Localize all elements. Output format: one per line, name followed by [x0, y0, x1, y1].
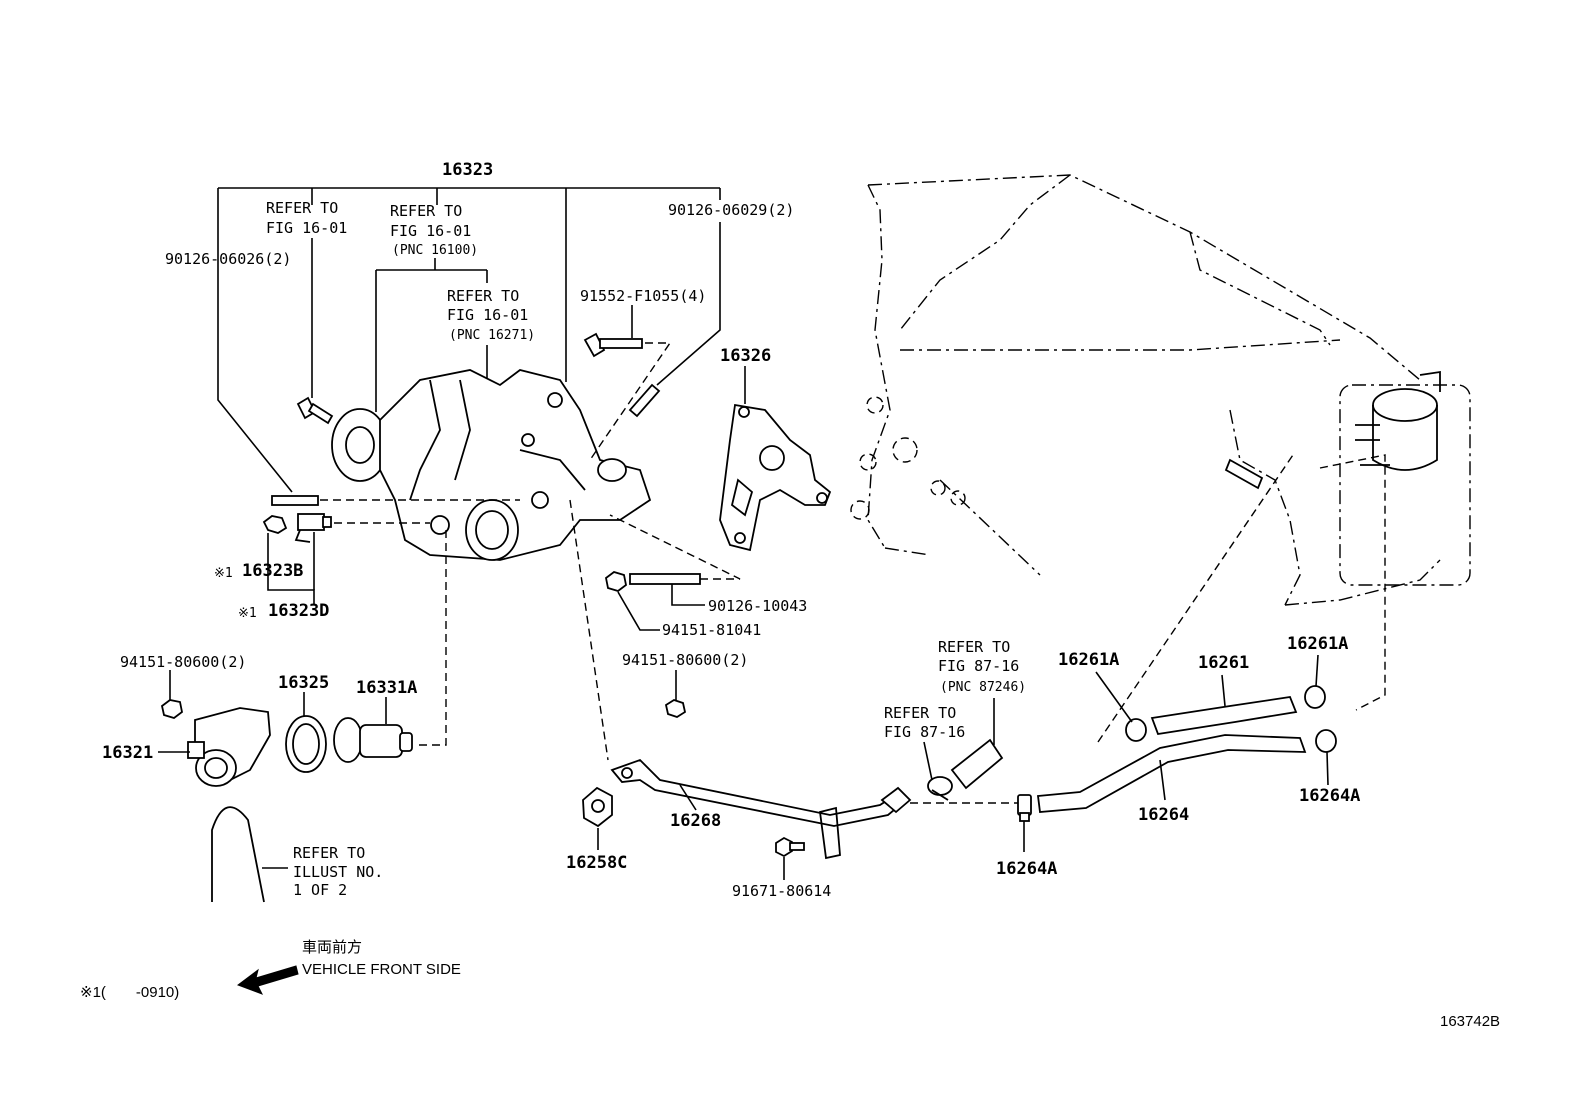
- nut-94151-81041: [605, 571, 627, 592]
- label-refer3-l2: FIG 16-01: [447, 306, 528, 324]
- label-16261A-left: 16261A: [1058, 650, 1119, 670]
- engine-block-outline: [850, 174, 1471, 606]
- label-16325: 16325: [278, 673, 329, 693]
- vehicle-front-arrow: [236, 965, 299, 995]
- label-front-en: VEHICLE FRONT SIDE: [302, 961, 461, 978]
- gasket-16326: [719, 403, 832, 552]
- label-16261: 16261: [1198, 653, 1249, 673]
- label-refer2-l3: (PNC 16100): [392, 243, 478, 258]
- label-refer5-l2: FIG 87-16: [884, 723, 965, 741]
- bolt-upper-left: [296, 396, 334, 425]
- label-16268: 16268: [670, 811, 721, 831]
- fitting-16323D: [294, 513, 332, 543]
- label-16323: 16323: [442, 160, 493, 180]
- bolt-91671: [775, 836, 805, 858]
- label-refer2-l2: FIG 16-01: [390, 222, 471, 240]
- label-figure-id: 163742B: [1440, 1013, 1500, 1030]
- inlet-16321: [187, 707, 271, 787]
- clamp-16261A-left: [1125, 718, 1147, 742]
- label-91552: 91552-F1055(4): [580, 287, 706, 305]
- label-refer6-l2: ILLUST NO.: [293, 863, 383, 881]
- stud-90126-06026: [271, 495, 319, 506]
- label-91671: 91671-80614: [732, 882, 831, 900]
- label-footnote: ※1( -0910): [80, 984, 179, 1001]
- label-16326: 16326: [720, 346, 771, 366]
- label-refer4-l1: REFER TO: [938, 638, 1010, 656]
- leader-lines: [158, 187, 1329, 880]
- label-16258C: 16258C: [566, 853, 627, 873]
- nut-94151-80600-left: [160, 699, 183, 719]
- pipe-16268: [610, 758, 912, 860]
- label-90126-06026: 90126-06026(2): [165, 250, 291, 268]
- stud-90126-06029: [628, 383, 661, 418]
- hose-lower-left: [211, 806, 265, 903]
- label-front-jp: 車両前方: [302, 939, 362, 956]
- alignment-lines: [320, 342, 1386, 804]
- label-refer4-l2: FIG 87-16: [938, 657, 1019, 675]
- label-16323D-mark: ※1: [238, 606, 257, 621]
- label-16261A-right: 16261A: [1287, 634, 1348, 654]
- label-refer6-l1: REFER TO: [293, 844, 365, 862]
- label-refer1-l1: REFER TO: [266, 199, 338, 217]
- hose-16264: [1036, 734, 1307, 813]
- gasket-16325: [285, 715, 327, 773]
- label-refer6-l3: 1 OF 2: [293, 881, 347, 899]
- label-16323D: 16323D: [268, 601, 329, 621]
- label-16321: 16321: [102, 743, 153, 763]
- label-94151-80600-right: 94151-80600(2): [622, 651, 748, 669]
- bolt-91552: [583, 332, 643, 358]
- clamp-16264A-center: [1017, 794, 1032, 822]
- label-94151-80600-left: 94151-80600(2): [120, 653, 246, 671]
- thermostat-16331A: [333, 717, 413, 763]
- bolt-90126-10043: [629, 573, 701, 585]
- label-16264: 16264: [1138, 805, 1189, 825]
- label-16264A-center: 16264A: [996, 859, 1057, 879]
- label-16331A: 16331A: [356, 678, 417, 698]
- label-16323B-mark: ※1: [214, 566, 233, 581]
- nut-94151-80600-right: [664, 699, 687, 718]
- clamp-16261A-right: [1304, 685, 1326, 709]
- clamp-16264A-right: [1315, 729, 1337, 753]
- label-16323B: 16323B: [242, 561, 303, 581]
- label-refer3-l1: REFER TO: [447, 287, 519, 305]
- label-90126-06029: 90126-06029(2): [668, 201, 794, 219]
- label-94151-81041: 94151-81041: [662, 621, 761, 639]
- label-refer1-l2: FIG 16-01: [266, 219, 347, 237]
- label-refer5-l1: REFER TO: [884, 704, 956, 722]
- gasket-16258C: [582, 786, 613, 828]
- sensor-16323B: [262, 515, 288, 534]
- label-90126-10043: 90126-10043: [708, 597, 807, 615]
- hose-16261: [1150, 696, 1298, 736]
- label-16264A-right: 16264A: [1299, 786, 1360, 806]
- label-refer2-l1: REFER TO: [390, 202, 462, 220]
- water-pump-assembly: [331, 369, 652, 561]
- labels: 16323 REFER TO FIG 16-01 REFER TO FIG 16…: [80, 160, 1500, 1030]
- label-refer4-l3: (PNC 87246): [940, 680, 1026, 695]
- hose-refer-87246: [950, 738, 1004, 790]
- label-refer3-l3: (PNC 16271): [449, 328, 535, 343]
- clamp-refer-87-16: [927, 776, 953, 801]
